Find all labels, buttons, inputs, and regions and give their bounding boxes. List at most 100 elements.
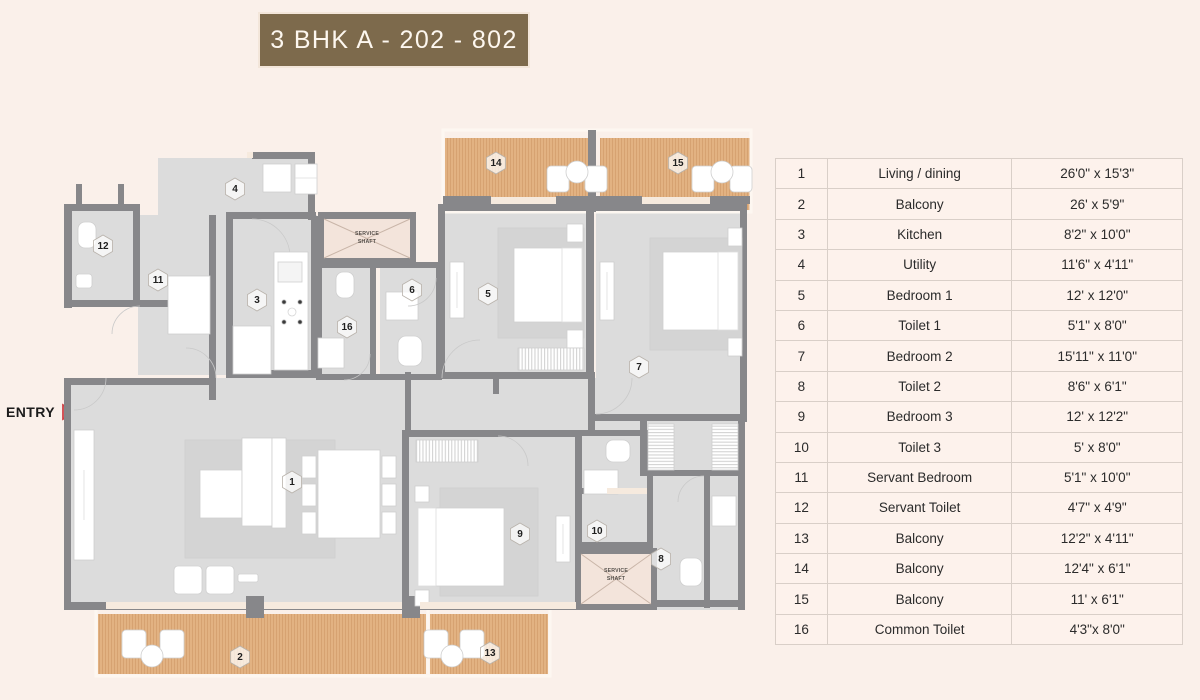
room-badge-label: 12: [97, 241, 109, 252]
room-badge-label: 2: [237, 652, 243, 663]
legend-cell-num: 13: [775, 522, 828, 555]
legend-cell-dim: 12'4" x 6'1": [1011, 553, 1183, 585]
legend-cell-dim: 4'3"x 8'0": [1011, 613, 1183, 646]
room-badge-12: 12: [93, 234, 113, 258]
legend-cell-name: Utility: [826, 249, 1013, 281]
floor-plan-drawing: SERVICE SHAFT SERVICE SHAFT: [64, 128, 753, 678]
legend-cell-name: Servant Bedroom: [826, 461, 1013, 494]
legend-cell-dim: 15'11" x 11'0": [1011, 340, 1183, 372]
room-badge-label: 16: [341, 322, 353, 333]
legend-cell-name: Balcony: [826, 522, 1013, 555]
room-badge-13: 13: [480, 641, 500, 665]
service-shaft-2-line2: SHAFT: [607, 576, 626, 582]
room-badge-10: 10: [587, 519, 607, 543]
legend-cell-name: Kitchen: [826, 218, 1013, 251]
room-badge-label: 14: [490, 158, 502, 169]
room-badge-label: 10: [591, 526, 603, 537]
room-badge-label: 15: [672, 158, 684, 169]
room-badge-label: 3: [254, 295, 260, 306]
room-badge-label: 9: [517, 529, 523, 540]
service-shaft-1: SERVICE SHAFT: [323, 218, 411, 259]
legend-cell-dim: 12'2" x 4'11": [1011, 522, 1183, 555]
room-badge-4: 4: [225, 177, 245, 201]
legend-cell-name: Bedroom 3: [826, 401, 1013, 433]
legend-cell-num: 16: [775, 613, 828, 646]
room-badge-7: 7: [629, 355, 649, 379]
legend-cell-dim: 4'7" x 4'9": [1011, 492, 1183, 524]
legend-cell-num: 6: [775, 309, 828, 342]
plan-title-banner: 3 BHK A - 202 - 802: [258, 12, 530, 68]
legend-cell-name: Toilet 2: [826, 370, 1013, 403]
legend-cell-num: 9: [775, 401, 828, 433]
legend-cell-dim: 26'0" x 15'3": [1011, 157, 1183, 190]
service-shaft-2-line1: SERVICE: [604, 568, 628, 574]
room-badge-11: 11: [148, 268, 168, 292]
legend-cell-name: Balcony: [826, 583, 1013, 615]
room-badge-15: 15: [668, 151, 688, 175]
legend-cell-dim: 8'2" x 10'0": [1011, 218, 1183, 251]
legend-cell-dim: 11'6" x 4'11": [1011, 249, 1183, 281]
room-badge-label: 1: [289, 477, 295, 488]
room-badge-9: 9: [510, 522, 530, 546]
room-badge-label: 5: [485, 289, 491, 300]
legend-cell-name: Balcony: [826, 188, 1013, 220]
entry-label: ENTRY: [6, 404, 55, 420]
room-badge-3: 3: [247, 288, 267, 312]
legend-cell-dim: 26' x 5'9": [1011, 188, 1183, 220]
legend-cell-num: 2: [775, 188, 828, 220]
legend-cell-dim: 12' x 12'0": [1011, 279, 1183, 311]
room-badge-label: 6: [409, 285, 415, 296]
window-sills: [106, 152, 710, 609]
legend-cell-name: Common Toilet: [826, 613, 1013, 646]
page-title: 3 BHK A - 202 - 802: [270, 25, 518, 54]
legend-cell-dim: 12' x 12'2": [1011, 401, 1183, 433]
legend-cell-name: Living / dining: [826, 157, 1013, 190]
room-badge-8: 8: [651, 547, 671, 571]
room-badge-label: 4: [232, 184, 238, 195]
legend-cell-dim: 5'1" x 10'0": [1011, 461, 1183, 494]
legend-cell-name: Toilet 1: [826, 309, 1013, 342]
service-shaft-1-line2: SHAFT: [358, 239, 377, 245]
legend-cell-dim: 5'1" x 8'0": [1011, 309, 1183, 342]
legend-cell-dim: 11' x 6'1": [1011, 583, 1183, 615]
room-badge-1: 1: [282, 470, 302, 494]
legend-cell-dim: 8'6" x 6'1": [1011, 370, 1183, 403]
room-badge-5: 5: [478, 282, 498, 306]
service-shaft-1-line1: SERVICE: [355, 231, 379, 237]
legend-cell-num: 3: [775, 218, 828, 251]
room-badge-label: 11: [153, 275, 164, 286]
legend-cell-name: Toilet 3: [826, 431, 1013, 463]
balcony-decks: [94, 128, 753, 678]
legend-cell-num: 5: [775, 279, 828, 311]
legend-cell-dim: 5' x 8'0": [1011, 431, 1183, 463]
legend-cell-num: 10: [775, 431, 828, 463]
legend-cell-num: 8: [775, 370, 828, 403]
room-badge-2: 2: [230, 645, 250, 669]
legend-cell-num: 11: [775, 461, 828, 494]
legend-cell-num: 4: [775, 249, 828, 281]
legend-cell-name: Servant Toilet: [826, 492, 1013, 524]
legend-cell-num: 12: [775, 492, 828, 524]
legend-cell-name: Balcony: [826, 553, 1013, 585]
room-badge-label: 8: [658, 554, 664, 565]
legend-cell-name: Bedroom 2: [826, 340, 1013, 372]
room-badge-14: 14: [486, 151, 506, 175]
